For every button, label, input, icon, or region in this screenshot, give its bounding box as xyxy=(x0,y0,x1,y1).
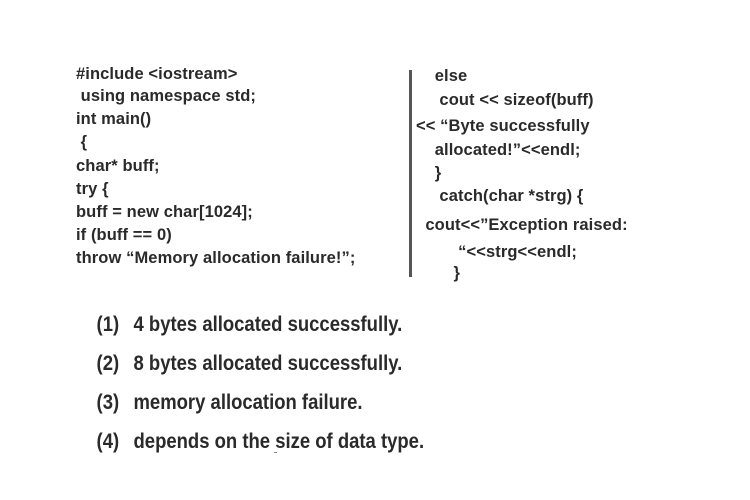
option-4: (4) depends on the size of data type. xyxy=(76,403,425,481)
code-line-include: #include <iostream> xyxy=(76,65,238,83)
option-number: (4) xyxy=(96,430,120,453)
column-divider xyxy=(409,70,412,277)
code-line-close-brace: } xyxy=(416,164,442,182)
code-line-else: else xyxy=(416,67,468,85)
code-line-catch: catch(char *strg) { xyxy=(416,187,584,205)
code-line-if: if (buff == 0) xyxy=(76,226,172,244)
option-number: (3) xyxy=(96,391,120,414)
code-line-open-brace: { xyxy=(76,133,88,151)
option-number: (2) xyxy=(96,352,120,375)
code-line-strg: “<<strg<<endl; xyxy=(416,243,577,261)
option-text: 8 bytes allocated successfully. xyxy=(133,352,403,375)
option-text: depends on the size of data type. xyxy=(133,430,425,453)
option-text: memory allocation failure. xyxy=(133,391,363,414)
option-text: 4 bytes allocated successfully. xyxy=(133,313,403,336)
option-2: (2) 8 bytes allocated successfully. xyxy=(76,325,403,403)
option-number: (1) xyxy=(96,313,120,336)
code-line-allocated: allocated!”<<endl; xyxy=(416,141,581,159)
code-line-end-brace: } xyxy=(416,264,460,282)
code-line-byte: << “Byte successfully xyxy=(416,117,590,135)
option-3: (3) memory allocation failure. xyxy=(76,364,363,442)
code-line-cout: cout << sizeof(buff) xyxy=(416,91,594,109)
stray-mark xyxy=(274,452,277,453)
code-line-exception: cout<<”Exception raised: xyxy=(416,216,628,234)
code-line-try: try { xyxy=(76,180,109,198)
option-1: (1) 4 bytes allocated successfully. xyxy=(76,286,403,364)
code-line-namespace: using namespace std; xyxy=(76,87,256,105)
code-line-new: buff = new char[1024]; xyxy=(76,203,253,221)
code-line-main: int main() xyxy=(76,110,152,128)
code-line-throw: throw “Memory allocation failure!”; xyxy=(76,249,356,267)
code-line-declare: char* buff; xyxy=(76,157,160,175)
